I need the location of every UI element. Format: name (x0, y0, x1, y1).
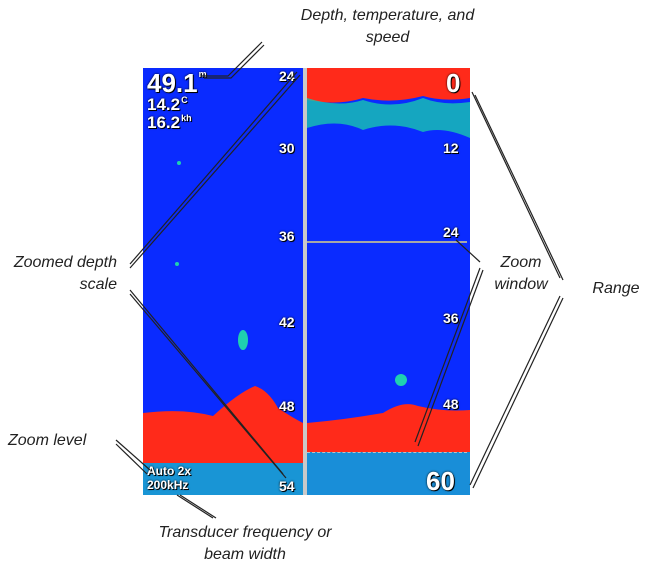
zoom-level-label: Auto 2x (147, 464, 192, 478)
left-scale-label: 30 (279, 140, 295, 156)
callout-zoomed-depth-scale: Zoomed depth scale (13, 254, 117, 293)
range-bottom-label: 60 (426, 466, 455, 495)
depth-readout: 49.1m (147, 68, 207, 98)
left-scale-label: 48 (279, 398, 295, 414)
callout-zoom-window: Zoom window (494, 254, 548, 293)
right-scale-label: 48 (443, 396, 459, 412)
zoom-window-top-edge (307, 241, 467, 243)
callout-depth-temp-speed: Depth, temperature, and speed (300, 7, 475, 46)
right-scale-label: 36 (443, 310, 459, 326)
sonar-screen: 49.1m 14.2C 16.2kh 24 30 36 42 48 54 0 1… (143, 68, 470, 495)
right-scale-label: 12 (443, 140, 459, 156)
frequency-label: 200kHz (147, 478, 189, 492)
left-scale-label: 54 (279, 478, 295, 494)
sonar-returns (143, 68, 470, 495)
zoom-window-bottom-edge (307, 452, 467, 453)
temperature-readout: 14.2C (147, 95, 188, 114)
callout-transducer: Transducer frequency or beam width (158, 524, 332, 563)
callout-range: Range (592, 280, 640, 297)
range-top-label: 0 (446, 68, 461, 98)
left-scale-label: 42 (279, 314, 295, 330)
left-scale-label: 36 (279, 228, 295, 244)
right-scale-label: 24 (443, 224, 459, 240)
speed-readout: 16.2kh (147, 113, 192, 132)
callout-zoom-level: Zoom level (8, 432, 87, 449)
pane-divider (303, 68, 307, 495)
